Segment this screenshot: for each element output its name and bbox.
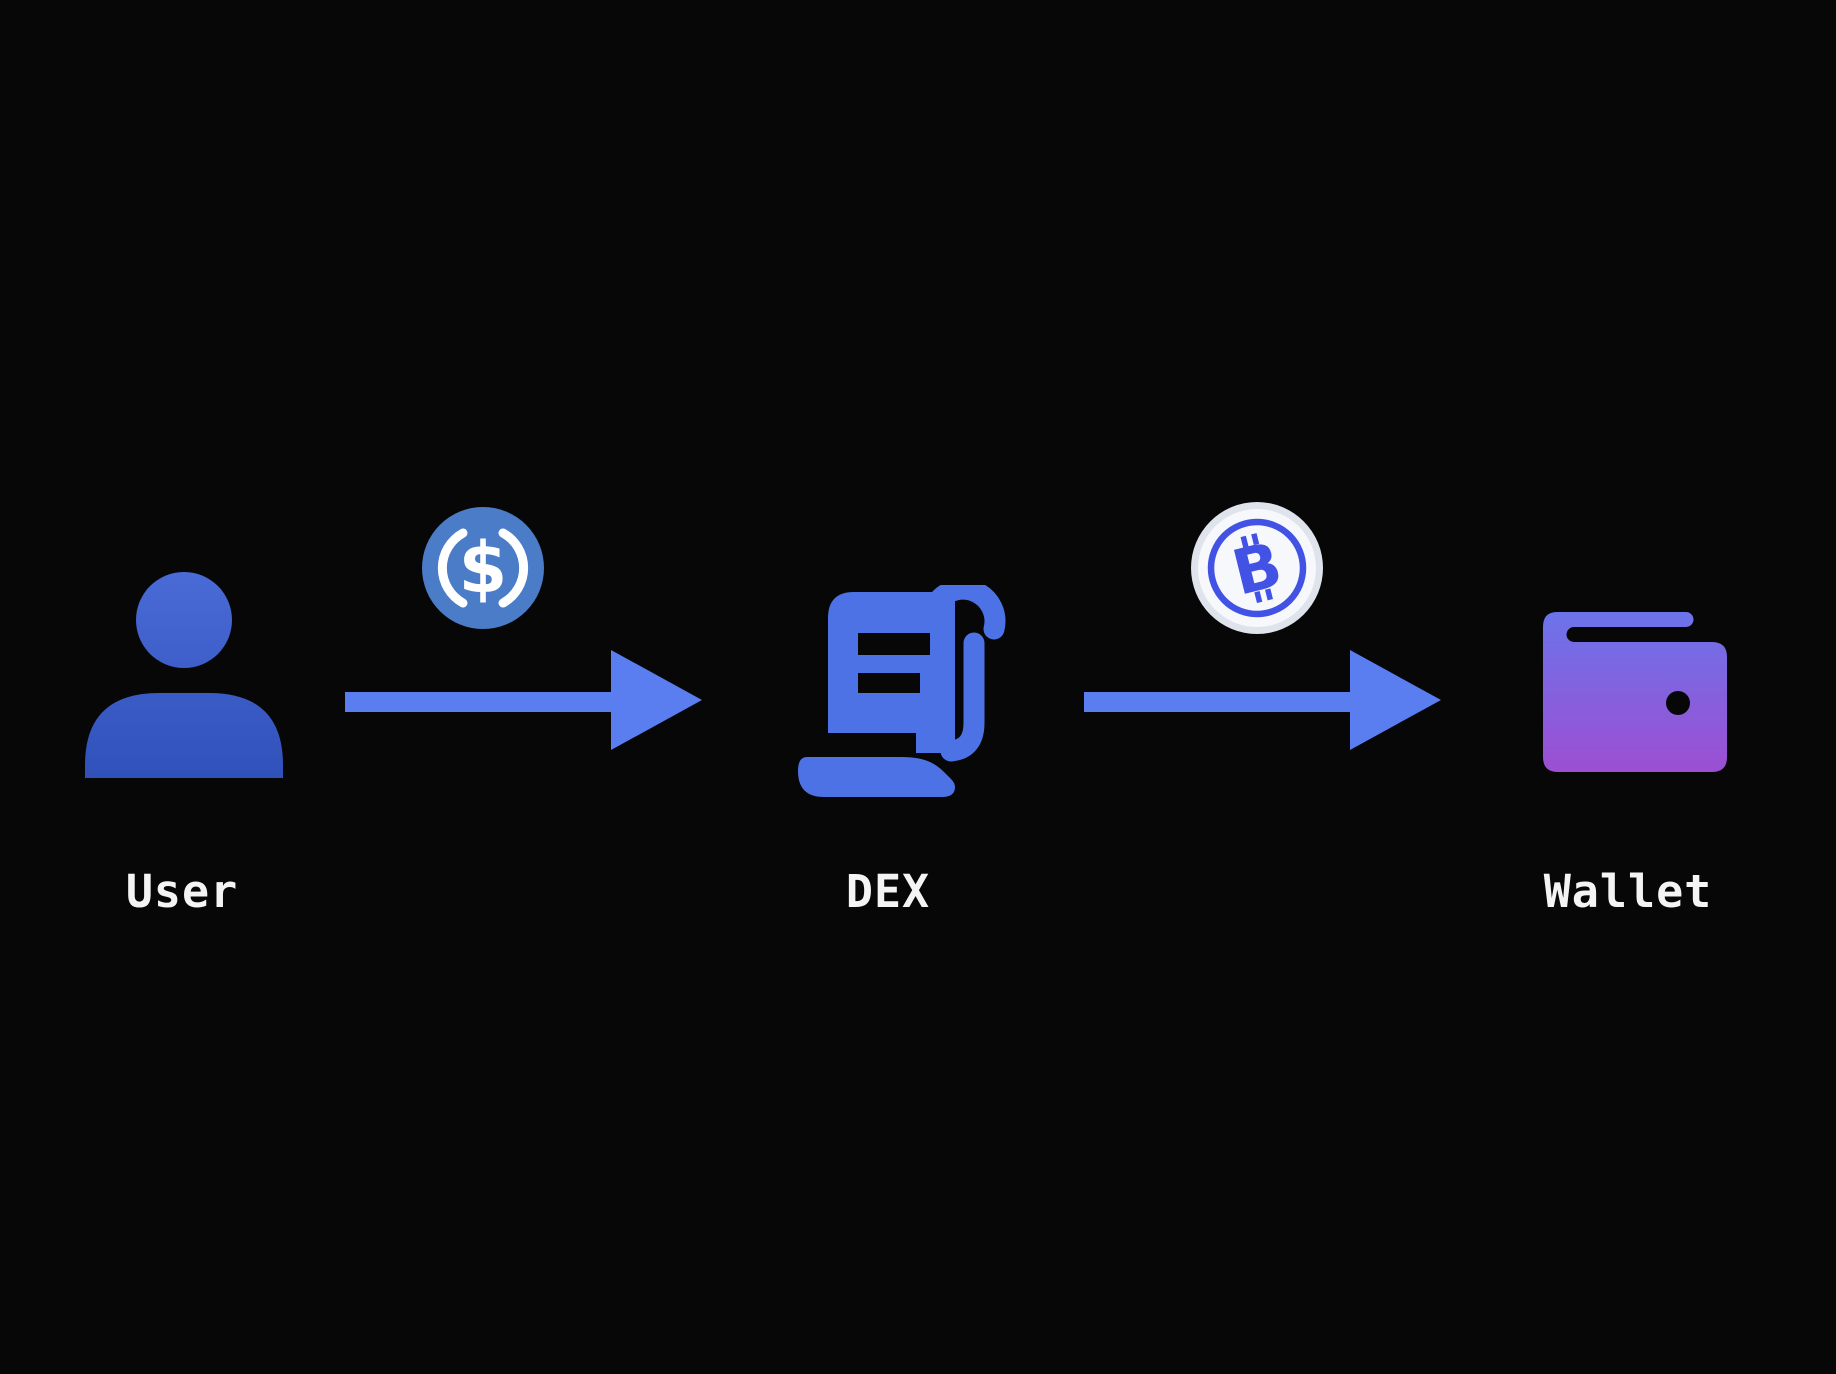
arrow-head xyxy=(1350,650,1441,750)
wallet-clasp-dot xyxy=(1666,691,1690,715)
wallet-icon xyxy=(1543,612,1727,772)
usdc-left-arc xyxy=(437,528,468,608)
wallet-body xyxy=(1543,612,1727,772)
flow-arrow-user-to-dex xyxy=(345,650,702,750)
dex-node-label: DEX xyxy=(845,865,931,918)
btc-prong-top-left xyxy=(1240,535,1249,548)
scroll-text-line-2 xyxy=(858,673,920,693)
btc-prong-bottom-right xyxy=(1264,588,1273,601)
scroll-text-line-1 xyxy=(858,633,930,655)
wallet-node-label: Wallet xyxy=(1543,865,1713,918)
flow-arrow-dex-to-wallet xyxy=(1084,650,1441,750)
user-head xyxy=(136,572,232,668)
arrow-shaft xyxy=(1084,692,1360,712)
user-person-icon xyxy=(85,572,283,778)
user-body xyxy=(85,693,283,778)
scroll-top-curl xyxy=(880,585,1006,640)
scroll-paper xyxy=(828,592,955,753)
bitcoin-coin-icon: B xyxy=(1191,502,1323,634)
scroll-right-roll xyxy=(940,632,985,762)
arrow-shaft xyxy=(345,692,621,712)
usdc-coin-icon: $ xyxy=(422,507,544,629)
user-node-label: User xyxy=(125,865,239,918)
scroll-bottom-roll xyxy=(798,757,955,797)
btc-prong-bottom-left xyxy=(1254,591,1263,604)
usdc-right-arc xyxy=(498,528,529,608)
scroll-contract-icon xyxy=(798,585,1006,797)
arrow-head xyxy=(611,650,702,750)
btc-inner-ring xyxy=(1207,518,1307,618)
dollar-symbol: $ xyxy=(459,527,508,609)
btc-coin-face xyxy=(1198,509,1316,627)
btc-prong-top-right xyxy=(1251,533,1260,546)
